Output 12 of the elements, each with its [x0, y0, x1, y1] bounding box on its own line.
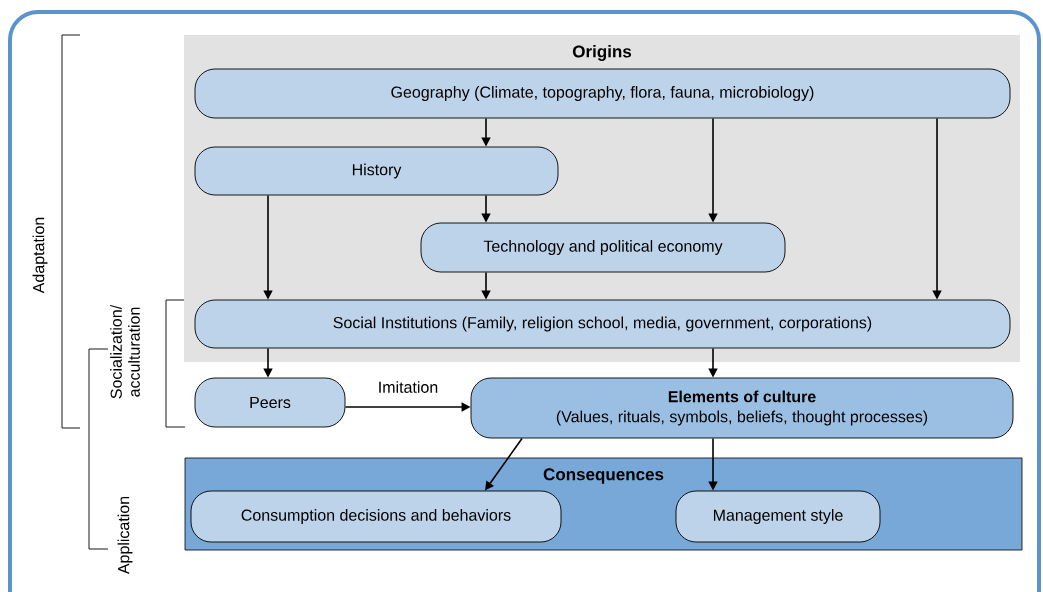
rounded-box: Technology and political economy [420, 222, 786, 273]
bracket-label: Adaptation [32, 217, 48, 294]
rounded-box: History [194, 146, 559, 196]
bracket-label: Application [117, 496, 133, 575]
bracket-label: Socialization/ acculturation [110, 304, 140, 399]
rounded-box: Management style [675, 490, 881, 543]
rounded-box: Peers [194, 377, 346, 428]
rounded-box: Social Institutions (Family, religion school, media, government, corporations) [194, 299, 1011, 349]
rounded-box: Elements of culture (Values, rituals, symbols, beliefs, thought processes) [470, 377, 1014, 439]
rounded-box: Consumption decisions and behaviors [190, 490, 562, 543]
edge-label: Imitation [379, 381, 438, 393]
rounded-box: Geography (Climate, topography, flora, fauna, microbiology) [194, 68, 1011, 119]
